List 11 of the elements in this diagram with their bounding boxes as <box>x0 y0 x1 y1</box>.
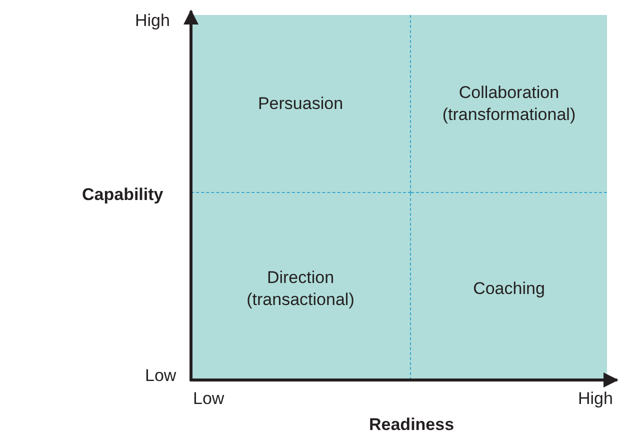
axis-title: Readiness <box>369 415 454 435</box>
quadrant-label: Coaching <box>473 278 545 300</box>
axis-tick-label: Low <box>193 389 224 409</box>
axis-tick-label: High <box>135 11 170 31</box>
quadrant-label: Direction (transactional) <box>246 266 356 310</box>
quadrant-label: Persuasion <box>258 92 344 114</box>
quadrant-label: Collaboration (transformational) <box>441 82 577 126</box>
axis-title: Capability <box>82 185 164 205</box>
axis-tick-label: Low <box>145 366 176 386</box>
quadrant-cell <box>191 15 411 193</box>
axis-tick-label: High <box>578 389 613 409</box>
